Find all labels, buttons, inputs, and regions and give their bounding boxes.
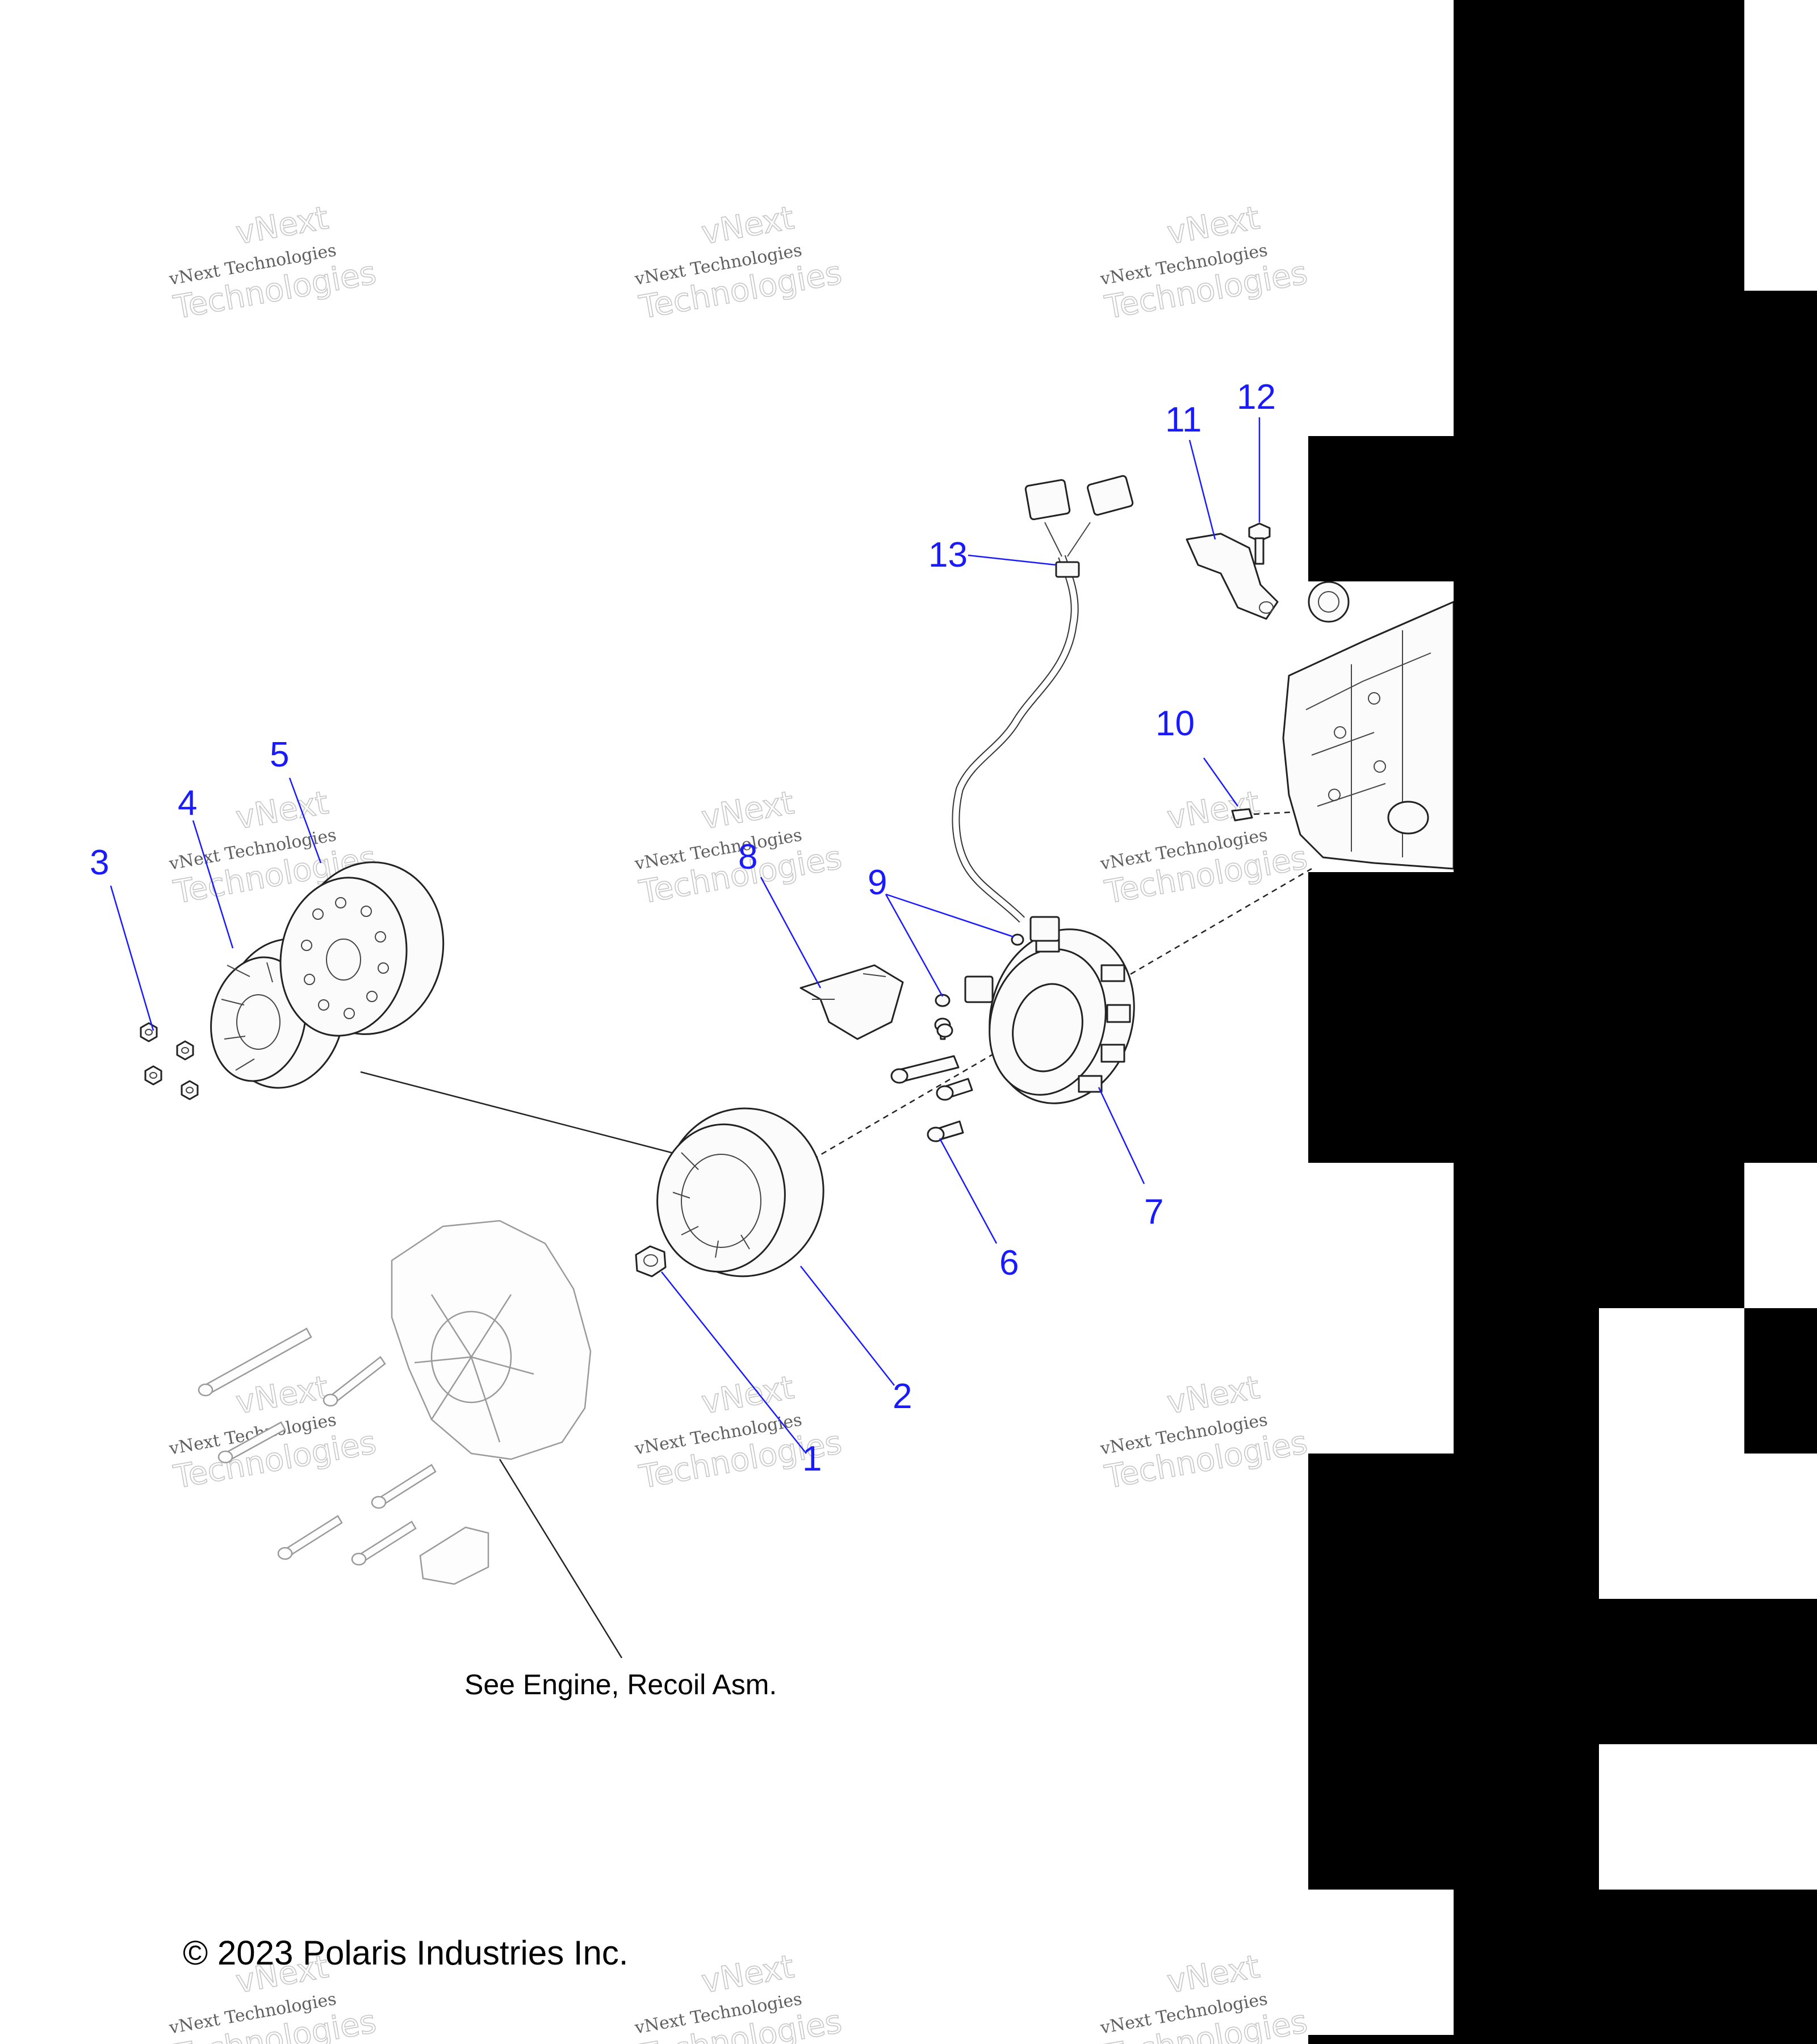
mask-block <box>1454 0 1744 145</box>
watermark-3: vNext Technologies vNext Technologies <box>1098 199 1311 326</box>
stator-part-7 <box>964 916 1135 1104</box>
mask-block <box>1454 1599 1817 1744</box>
flange-nut-part-3 <box>140 1022 199 1100</box>
callout-4: 4 <box>178 784 197 823</box>
stator-screw-part-6 <box>890 1017 973 1142</box>
callout-7: 7 <box>1144 1192 1163 1232</box>
leader-2 <box>800 1266 895 1386</box>
woodruff-key-part-10 <box>1231 808 1253 822</box>
watermark-5: vNext Technologies vNext Technologies <box>633 784 845 911</box>
leader-6 <box>939 1138 998 1244</box>
leader-1 <box>661 1271 807 1454</box>
leader-9b <box>885 893 1014 938</box>
callout-10: 10 <box>1155 704 1195 743</box>
mask-block <box>1308 1454 1454 1890</box>
callout-2: 2 <box>893 1377 912 1416</box>
watermark-12: vNext Technologies vNext Technologies <box>1098 1947 1311 2044</box>
mask-block <box>1454 1454 1599 1599</box>
bracket-bolt-part-12 <box>1248 522 1271 565</box>
callout-leaders <box>110 417 1261 1454</box>
mask-block <box>1744 1308 1817 1454</box>
callout-9: 9 <box>868 863 887 902</box>
flywheel-ring-part-5 <box>279 861 445 1037</box>
leader-13 <box>968 554 1057 566</box>
screw-part-9 <box>935 933 1024 1007</box>
reference-note: See Engine, Recoil Asm. <box>464 1669 777 1700</box>
mask-block <box>1308 872 1817 1163</box>
watermark-11: vNext Technologies vNext Technologies <box>633 1947 845 2044</box>
mask-block <box>1454 581 1817 872</box>
harness-bracket-part-8 <box>799 964 904 1040</box>
flywheel-nut-part-1 <box>635 1245 667 1278</box>
exploded-parts-diagram: vNext Technologies vNext Technologies vN… <box>90 199 1454 2044</box>
leader-7 <box>1098 1087 1145 1184</box>
leader-8 <box>760 877 822 989</box>
leader-10 <box>1203 757 1239 807</box>
callout-11: 11 <box>1165 400 1201 439</box>
mask-block <box>1454 1744 1599 1890</box>
leader-3 <box>110 885 154 1031</box>
mask-block <box>1454 1163 1744 1308</box>
watermark-6: vNext Technologies vNext Technologies <box>1098 784 1311 911</box>
mask-block <box>1454 145 1744 436</box>
assembly-axis-flywheel <box>360 1071 705 1162</box>
watermark-2: vNext Technologies vNext Technologies <box>633 199 845 326</box>
mask-block <box>1454 1890 1817 2044</box>
engine-crankcase <box>1282 581 1454 870</box>
callout-8: 8 <box>738 837 757 877</box>
callout-3: 3 <box>90 843 109 882</box>
recoil-cover <box>198 1220 592 1585</box>
leader-11 <box>1188 439 1216 540</box>
watermark-1: vNext Technologies vNext Technologies <box>167 199 379 326</box>
callout-6: 6 <box>999 1243 1019 1283</box>
flywheel-part-2 <box>656 1107 824 1278</box>
mask-block <box>1308 436 1817 581</box>
mask-block <box>1744 291 1817 436</box>
leader-9a <box>885 894 944 997</box>
copyright-text: © 2023 Polaris Industries Inc. <box>183 1934 629 1972</box>
callout-13: 13 <box>928 535 968 575</box>
leader-4 <box>192 820 234 949</box>
mask-block <box>1454 1308 1599 1454</box>
leader-5 <box>288 777 322 864</box>
mask-block <box>1308 2035 1454 2044</box>
wire-harness-part-13 <box>952 475 1134 923</box>
engine-bracket-part-11 <box>1186 533 1279 620</box>
callout-1: 1 <box>802 1439 822 1478</box>
callout-5: 5 <box>270 735 289 774</box>
callout-12: 12 <box>1237 378 1276 417</box>
watermark-9: vNext Technologies vNext Technologies <box>1098 1368 1311 1496</box>
reference-leader <box>499 1459 623 1658</box>
